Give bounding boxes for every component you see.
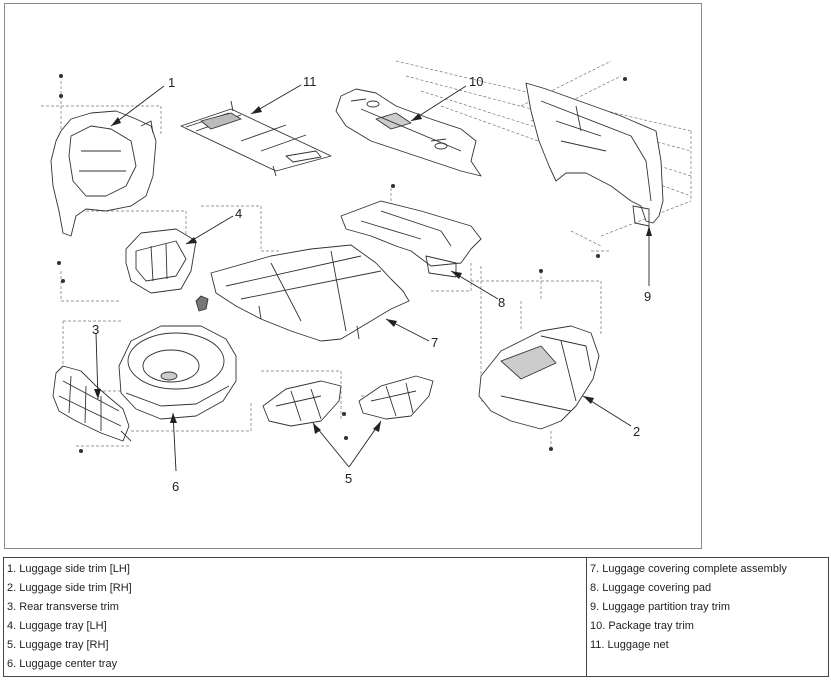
legend-item: 3. Rear transverse trim bbox=[7, 601, 119, 613]
legend-item: 5. Luggage tray [RH] bbox=[7, 639, 109, 651]
callout-3: 3 bbox=[92, 322, 99, 337]
part-luggage-center-tray bbox=[118, 295, 237, 420]
exploded-diagram: 1 2 3 4 5 6 7 8 9 10 11 bbox=[4, 3, 702, 549]
legend-item: 11. Luggage net bbox=[590, 639, 669, 651]
legend-item: 6. Luggage center tray bbox=[7, 658, 118, 670]
part-luggage-covering-pad bbox=[340, 200, 482, 278]
callout-10: 10 bbox=[469, 74, 483, 89]
callout-9: 9 bbox=[644, 289, 651, 304]
part-luggage-net bbox=[180, 100, 332, 177]
legend-item: 8. Luggage covering pad bbox=[590, 582, 712, 594]
legend-item: 4. Luggage tray [LH] bbox=[7, 620, 107, 632]
legend-item: 10. Package tray trim bbox=[590, 620, 694, 632]
legend-column-right: 7. Luggage covering complete assembly 8.… bbox=[587, 558, 828, 676]
callout-5: 5 bbox=[345, 471, 352, 486]
diagram-canvas: 1 2 3 4 5 6 7 8 9 10 11 bbox=[41, 60, 692, 494]
callout-6: 6 bbox=[172, 479, 179, 494]
callout-4: 4 bbox=[235, 206, 242, 221]
part-luggage-side-trim-rh bbox=[478, 325, 600, 430]
part-luggage-covering-assembly bbox=[210, 244, 410, 342]
fasteners bbox=[56, 73, 628, 454]
callout-numbers: 1 2 3 4 5 6 7 8 9 10 11 bbox=[92, 74, 651, 494]
legend-item: 7. Luggage covering complete assembly bbox=[590, 563, 787, 575]
part-rear-transverse-trim bbox=[52, 365, 132, 442]
legend-item: 1. Luggage side trim [LH] bbox=[7, 563, 130, 575]
callout-11: 11 bbox=[303, 74, 317, 89]
callout-8: 8 bbox=[498, 295, 505, 310]
part-luggage-partition-tray-trim bbox=[525, 82, 664, 227]
legend-column-left: 1. Luggage side trim [LH] 2. Luggage sid… bbox=[4, 558, 587, 676]
part-package-tray-trim bbox=[335, 88, 482, 177]
part-luggage-tray-rh bbox=[262, 375, 434, 427]
legend-item: 9. Luggage partition tray trim bbox=[590, 601, 731, 613]
part-luggage-side-trim-lh bbox=[50, 110, 157, 237]
callout-2: 2 bbox=[633, 424, 640, 439]
part-luggage-tray-lh bbox=[125, 228, 197, 294]
callout-1: 1 bbox=[168, 75, 175, 90]
legend-item: 2. Luggage side trim [RH] bbox=[7, 582, 132, 594]
parts-legend-table: 1. Luggage side trim [LH] 2. Luggage sid… bbox=[3, 557, 829, 677]
leader-arrowheads bbox=[94, 106, 652, 434]
callout-7: 7 bbox=[431, 335, 438, 350]
